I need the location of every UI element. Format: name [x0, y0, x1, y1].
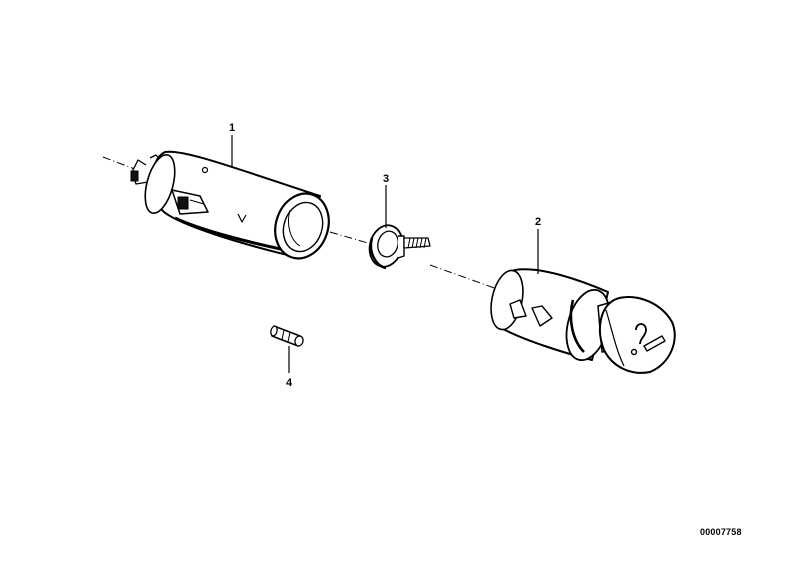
callout-2-label: 2: [535, 216, 541, 228]
callout-1-label: 1: [229, 122, 235, 134]
part-1-socket-housing: [130, 150, 330, 260]
callout-4-label: 4: [286, 377, 293, 389]
document-number: 00007758: [700, 527, 742, 537]
part-4-bulb: [270, 325, 304, 347]
callout-3-label: 3: [383, 173, 389, 185]
callout-leaders: [231, 135, 539, 373]
part-2-lighter-element: [490, 268, 676, 374]
part-3-screw-washer: [368, 224, 431, 270]
